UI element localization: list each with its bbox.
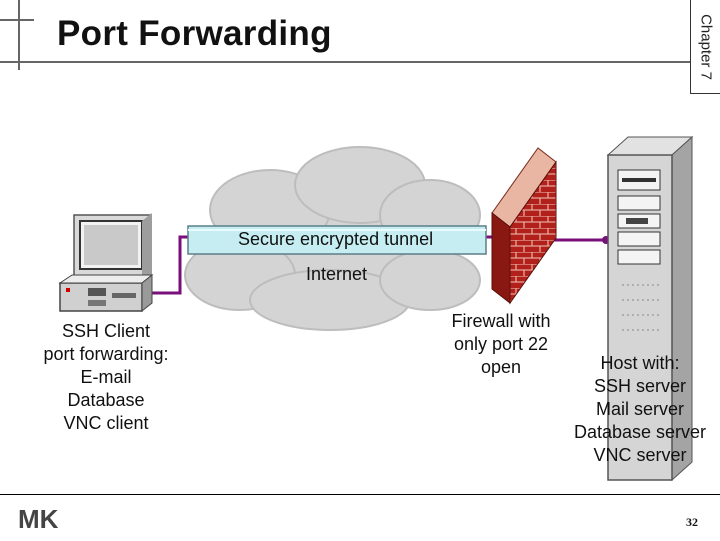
- client-connector: [145, 235, 190, 295]
- slide-title: Port Forwarding: [57, 14, 332, 53]
- internet-label: Internet: [306, 264, 368, 284]
- client-caption-line: Database: [67, 390, 145, 410]
- slide-decoration: [0, 0, 690, 70]
- host-caption-line: Database server: [573, 422, 707, 442]
- firewall-icon: [491, 147, 557, 305]
- firewall-caption-line: Firewall with: [451, 311, 551, 331]
- host-server-icon: [606, 135, 694, 482]
- host-caption-line: SSH server: [593, 376, 687, 396]
- footer-bar: [0, 494, 720, 541]
- publisher-logo-text: MK: [18, 506, 59, 534]
- host-caption-line: VNC server: [593, 445, 687, 465]
- page-number: 32: [686, 515, 698, 529]
- publisher-logo: MK: [18, 506, 59, 534]
- port-forwarding-diagram: [58, 135, 694, 482]
- tunnel-label: Secure encrypted tunnel: [238, 229, 434, 249]
- host-caption-line: Host with:: [600, 353, 680, 373]
- firewall-caption: Firewall with only port 22 open: [445, 310, 557, 379]
- client-caption-line: VNC client: [63, 413, 149, 433]
- host-caption-line: Mail server: [595, 399, 684, 419]
- host-caption: Host with: SSH server Mail server Databa…: [570, 352, 710, 467]
- client-computer-icon: [58, 213, 154, 313]
- firewall-caption-line: only port 22: [453, 334, 549, 354]
- client-caption: SSH Client port forwarding: E-mail Datab…: [36, 320, 176, 435]
- client-caption-line: E-mail: [80, 367, 132, 387]
- chapter-tab: Chapter 7: [690, 0, 720, 94]
- client-caption-line: SSH Client: [61, 321, 151, 341]
- firewall-caption-line: open: [480, 357, 522, 377]
- client-caption-line: port forwarding:: [43, 344, 169, 364]
